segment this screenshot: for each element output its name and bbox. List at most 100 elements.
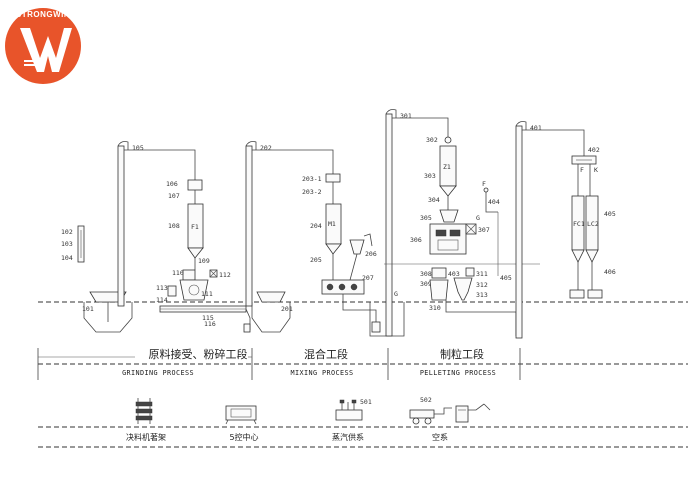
grinding-equipment: 101 105 102 103 104 106 107 F1 108 109 1… <box>61 141 251 333</box>
bucket-elevator-202 <box>245 145 253 307</box>
label-204: 204 <box>310 222 322 230</box>
label-202: 202 <box>260 144 272 152</box>
section-title-mixing-cn: 混合工段 <box>304 347 348 361</box>
label-312: 312 <box>476 281 488 289</box>
label-305: 305 <box>420 214 432 222</box>
intake-pit-201 <box>251 302 291 333</box>
bucket-elevator-301 <box>385 113 393 337</box>
label-405: 405 <box>604 210 616 218</box>
label-105: 105 <box>132 144 144 152</box>
control-center-icon <box>225 405 257 425</box>
label-401: 401 <box>530 124 542 132</box>
section-title-grinding-cn: 原料接受、粉碎工段 <box>149 347 248 361</box>
intake-pit-101 <box>83 302 133 333</box>
boiler-icon <box>335 399 363 421</box>
g-mark-2: G <box>476 214 480 222</box>
label-304: 304 <box>428 196 440 204</box>
label-405b: 405 <box>500 274 512 282</box>
section-title-mixing-en: MIXING PROCESS <box>291 369 354 377</box>
bucket-elevator-401 <box>515 125 523 339</box>
logo-stripe <box>24 60 36 62</box>
packing-scale-406a <box>569 289 585 299</box>
label-310: 310 <box>429 304 441 312</box>
magnet-113 <box>167 285 177 297</box>
air-compressor-icon <box>409 403 491 425</box>
label-106: 106 <box>166 180 178 188</box>
distributor-106 <box>187 179 203 191</box>
label-313: 313 <box>476 291 488 299</box>
label-207: 207 <box>362 274 374 282</box>
label-501: 501 <box>360 398 372 406</box>
label-111: 111 <box>201 290 213 298</box>
label-203-1: 203-1 <box>302 175 322 183</box>
auxiliary-systems: 501 502 <box>135 396 491 425</box>
label-101: 101 <box>82 305 94 313</box>
feeder-110 <box>182 269 196 281</box>
distributor-302 <box>444 136 452 144</box>
f-mark: F <box>580 166 584 174</box>
strongwin-logo: STRONGWIN <box>5 8 81 84</box>
label-404: 404 <box>488 198 500 206</box>
pellet-mill-306 <box>429 223 467 255</box>
label-201: 201 <box>281 305 293 313</box>
label-102: 102 <box>61 228 73 236</box>
label-308: 308 <box>420 270 432 278</box>
label-203-2: 203-2 <box>302 188 322 196</box>
additive-hopper-206 <box>349 239 365 255</box>
label-104: 104 <box>61 254 73 262</box>
label-402: 402 <box>588 146 600 154</box>
label-406: 406 <box>604 268 616 276</box>
label-309: 309 <box>420 280 432 288</box>
aux-label-control-center: 5控中心 <box>229 432 258 442</box>
label-302: 302 <box>426 136 438 144</box>
logo-stripe <box>24 64 38 66</box>
aux-label-air-system: 空系 <box>432 432 448 442</box>
mixing-equipment: 201 202 203-1 203-2 M1 204 205 206 207 <box>245 141 381 333</box>
label-108: 108 <box>168 222 180 230</box>
packing-scale-406b <box>587 289 603 299</box>
bin-m1-tag: M1 <box>328 220 336 228</box>
aux-label-rack: 决料机著架 <box>126 432 166 442</box>
label-110: 110 <box>172 269 184 277</box>
section-divider <box>37 348 688 380</box>
logo-circle <box>5 8 81 84</box>
bucket-elevator-105 <box>117 145 125 307</box>
label-206: 206 <box>365 250 377 258</box>
label-502: 502 <box>420 396 432 404</box>
label-107: 107 <box>168 192 180 200</box>
label-109: 109 <box>198 257 210 265</box>
section-title-pelleting-cn: 制粒工段 <box>440 347 484 361</box>
feeder-305 <box>439 209 459 223</box>
cyclone-403 <box>453 277 473 301</box>
f-mark-2: F <box>482 180 486 188</box>
cooler-308 <box>431 267 447 279</box>
label-303: 303 <box>424 172 436 180</box>
label-114: 114 <box>156 296 168 304</box>
label-311: 311 <box>476 270 488 278</box>
label-115: 115 <box>202 314 214 322</box>
cooler-body-309 <box>429 279 449 301</box>
hammer-mill-111 <box>179 279 209 301</box>
bin-lc2-tag: LC2 <box>587 220 599 228</box>
label-103: 103 <box>61 240 73 248</box>
label-307: 307 <box>478 226 490 234</box>
label-205: 205 <box>310 256 322 264</box>
label-112: 112 <box>219 271 231 279</box>
section-title-pelleting-en: PELLETING PROCESS <box>420 369 496 377</box>
label-113: 113 <box>156 284 168 292</box>
label-403: 403 <box>448 270 460 278</box>
bin-z1-tag: Z1 <box>443 163 451 171</box>
bin-fc1-tag: FC1 <box>573 220 585 228</box>
label-306: 306 <box>410 236 422 244</box>
pelleting-equipment: G 301 302 Z1 303 304 305 306 307 G F 404 <box>369 109 616 339</box>
brand-name: STRONGWIN <box>16 10 70 19</box>
bin-f1-tag: F1 <box>191 223 199 231</box>
distributor-203-1 <box>325 173 341 183</box>
rack-icon <box>135 398 153 424</box>
intake-hopper-201 <box>256 291 286 303</box>
section-title-grinding-en: GRINDING PROCESS <box>122 369 194 377</box>
label-116: 116 <box>204 320 216 328</box>
g-mark-1: G <box>394 290 398 298</box>
k-mark: K <box>594 166 598 174</box>
